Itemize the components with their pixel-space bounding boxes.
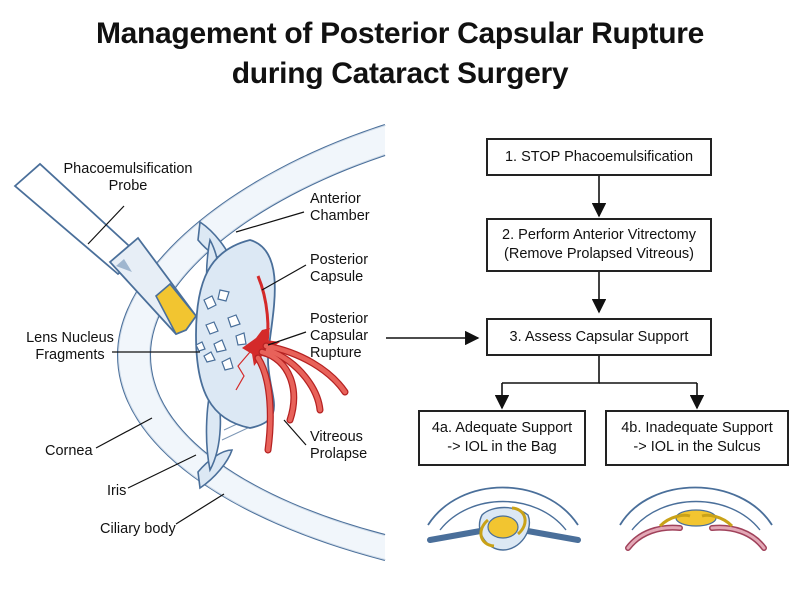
phaco-probe	[13, 162, 198, 336]
label-anterior-chamber: Anterior Chamber	[310, 191, 370, 225]
mini-eye-iol-bag	[427, 486, 581, 551]
label-vitreous-line-1: Vitreous	[310, 429, 363, 445]
step-4a-line-1: 4a. Adequate Support	[431, 420, 573, 436]
label-fragments-line-2: Fragments	[35, 347, 105, 363]
step-4a-box: 4a. Adequate Support -> IOL in the Bag	[418, 410, 586, 466]
label-rupture-line-2: Capsular	[310, 328, 369, 344]
label-probe: Phacoemulsification Probe	[48, 161, 208, 195]
label-rupture: Posterior Capsular Rupture	[310, 311, 368, 362]
label-probe-line-1: Phacoemulsification	[63, 161, 193, 177]
flow-connectors	[386, 176, 705, 410]
step-1-box: 1. STOP Phacoemulsification	[486, 138, 712, 176]
diagram-title: Management of Posterior Capsular Rupture…	[0, 14, 800, 94]
label-fragments: Lens Nucleus Fragments	[14, 330, 126, 364]
sclera-band	[118, 125, 385, 560]
leader-lines	[87, 205, 307, 525]
label-vitreous-line-2: Prolapse	[310, 446, 368, 462]
step-4b-line-1: 4b. Inadequate Support	[621, 420, 773, 436]
step-2-box: 2. Perform Anterior Vitrectomy (Remove P…	[486, 218, 712, 272]
label-cornea: Cornea	[45, 443, 93, 459]
lens-capsule	[195, 239, 276, 429]
label-probe-line-2: Probe	[108, 178, 148, 194]
step-4b-box: 4b. Inadequate Support -> IOL in the Sul…	[605, 410, 789, 466]
title-line-2: during Cataract Surgery	[231, 57, 569, 90]
step-4a-line-2: -> IOL in the Bag	[447, 439, 557, 455]
label-iris: Iris	[107, 483, 127, 499]
label-anterior-chamber-line-1: Anterior	[310, 191, 361, 207]
label-posterior-capsule: Posterior Capsule	[310, 252, 368, 286]
step-2-line-1: 2. Perform Anterior Vitrectomy	[502, 227, 696, 243]
step-1-text: 1. STOP Phacoemulsification	[504, 148, 694, 165]
step-3-text: 3. Assess Capsular Support	[509, 328, 689, 345]
vitreous-strands	[254, 342, 349, 454]
step-3-box: 3. Assess Capsular Support	[486, 318, 712, 356]
label-ciliary-body: Ciliary body	[100, 521, 176, 537]
label-vitreous: Vitreous Prolapse	[310, 429, 367, 463]
title-line-1: Management of Posterior Capsular Rupture	[95, 17, 705, 50]
lens-fragments	[195, 289, 247, 371]
rupture-crack	[235, 351, 251, 391]
label-fragments-line-1: Lens Nucleus	[26, 330, 114, 346]
label-anterior-chamber-line-2: Chamber	[310, 208, 370, 224]
step-4b-line-2: -> IOL in the Sulcus	[633, 439, 761, 455]
label-rupture-line-1: Posterior	[310, 311, 369, 327]
mini-eye-iol-sulcus	[619, 486, 773, 551]
step-2-line-2: (Remove Prolapsed Vitreous)	[504, 246, 694, 262]
label-posterior-capsule-line-2: Capsule	[310, 269, 364, 285]
label-posterior-capsule-line-1: Posterior	[310, 252, 369, 268]
label-rupture-line-3: Rupture	[310, 345, 362, 361]
